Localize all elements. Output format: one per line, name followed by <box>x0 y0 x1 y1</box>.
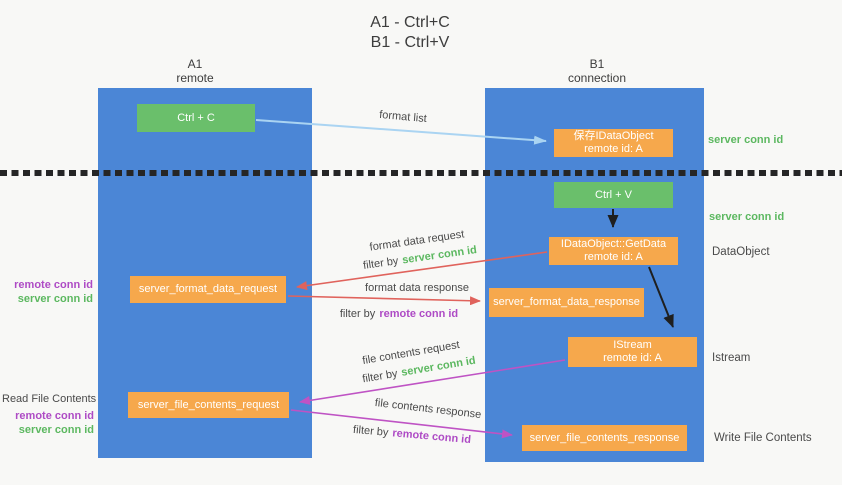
ctrl-v-box: Ctrl + V <box>554 182 673 208</box>
file-contents-request-arrow <box>299 359 566 405</box>
format-data-response-label: format data response <box>365 282 469 294</box>
istream-annotation: Istream <box>712 352 751 364</box>
left-conn-id-group: remote conn id server conn id <box>5 278 93 306</box>
server-format-data-request-box: server_format_data_request <box>130 276 286 303</box>
ctrl-c-box: Ctrl + C <box>137 104 255 132</box>
column-b1-role: connection <box>567 71 627 85</box>
column-header-a1: A1 remote <box>176 57 213 85</box>
save-dataobject-line1: 保存IDataObject <box>573 130 654 142</box>
server-format-data-response-label: server_format_data_response <box>493 296 640 308</box>
title-line-2: B1 - Ctrl+V <box>370 34 450 51</box>
server-conn-id-annotation-left-1: server conn id <box>17 293 93 305</box>
format-list-arrow <box>255 119 547 145</box>
server-format-data-request-label: server_format_data_request <box>138 283 278 295</box>
server-file-contents-response-box: server_file_contents_response <box>522 425 687 451</box>
column-a1-name: A1 <box>187 57 203 71</box>
save-dataobject-line2: remote id: A <box>584 143 643 155</box>
getdata-line2: remote id: A <box>584 251 643 263</box>
ctrl-v-label: Ctrl + V <box>595 188 632 201</box>
server-file-contents-response-label: server_file_contents_response <box>529 431 680 444</box>
server-file-contents-request-box: server_file_contents_request <box>128 392 289 418</box>
column-a1-role: remote <box>176 71 214 85</box>
column-b1-name: B1 <box>589 57 605 71</box>
read-file-contents-annotation: Read File Contents <box>2 393 97 405</box>
diagram-title: A1 - Ctrl+C B1 - Ctrl+V <box>370 13 450 53</box>
server-file-contents-request-label: server_file_contents_request <box>137 398 280 411</box>
save-dataobject-box: 保存IDataObject remote id: A <box>554 129 673 157</box>
istream-box: IStream remote id: A <box>568 337 697 367</box>
dataobject-annotation: DataObject <box>712 246 770 258</box>
write-file-contents-annotation: Write File Contents <box>714 432 812 444</box>
server-conn-id-annotation-left-2: server conn id <box>18 424 94 436</box>
file-contents-response-arrow <box>290 409 513 439</box>
ctrl-c-label: Ctrl + C <box>177 111 215 124</box>
title-line-1: A1 - Ctrl+C <box>370 14 450 31</box>
remote-conn-id-annotation-1: remote conn id <box>14 279 93 291</box>
format-data-request-arrow <box>296 251 548 291</box>
istream-line2: remote id: A <box>603 352 662 364</box>
format-data-response-arrow <box>287 295 481 306</box>
remote-conn-id-annotation-2: remote conn id <box>15 410 94 422</box>
server-conn-id-annotation-mid: server conn id <box>709 211 785 223</box>
istream-line1: IStream <box>613 339 652 351</box>
getdata-box: IDataObject::GetData remote id: A <box>549 237 678 265</box>
getdata-line1: IDataObject::GetData <box>560 238 667 250</box>
server-conn-id-annotation-top: server conn id <box>708 134 784 146</box>
server-format-data-response-box: server_format_data_response <box>489 288 644 317</box>
column-header-b1: B1 connection <box>568 57 626 85</box>
read-file-contents-group: Read File Contents remote conn id server… <box>2 392 97 437</box>
getdata-to-istream-arrow <box>648 266 674 328</box>
remote-conn-id-text: remote conn id <box>379 308 459 320</box>
filter-by-text: filter by <box>339 308 376 320</box>
